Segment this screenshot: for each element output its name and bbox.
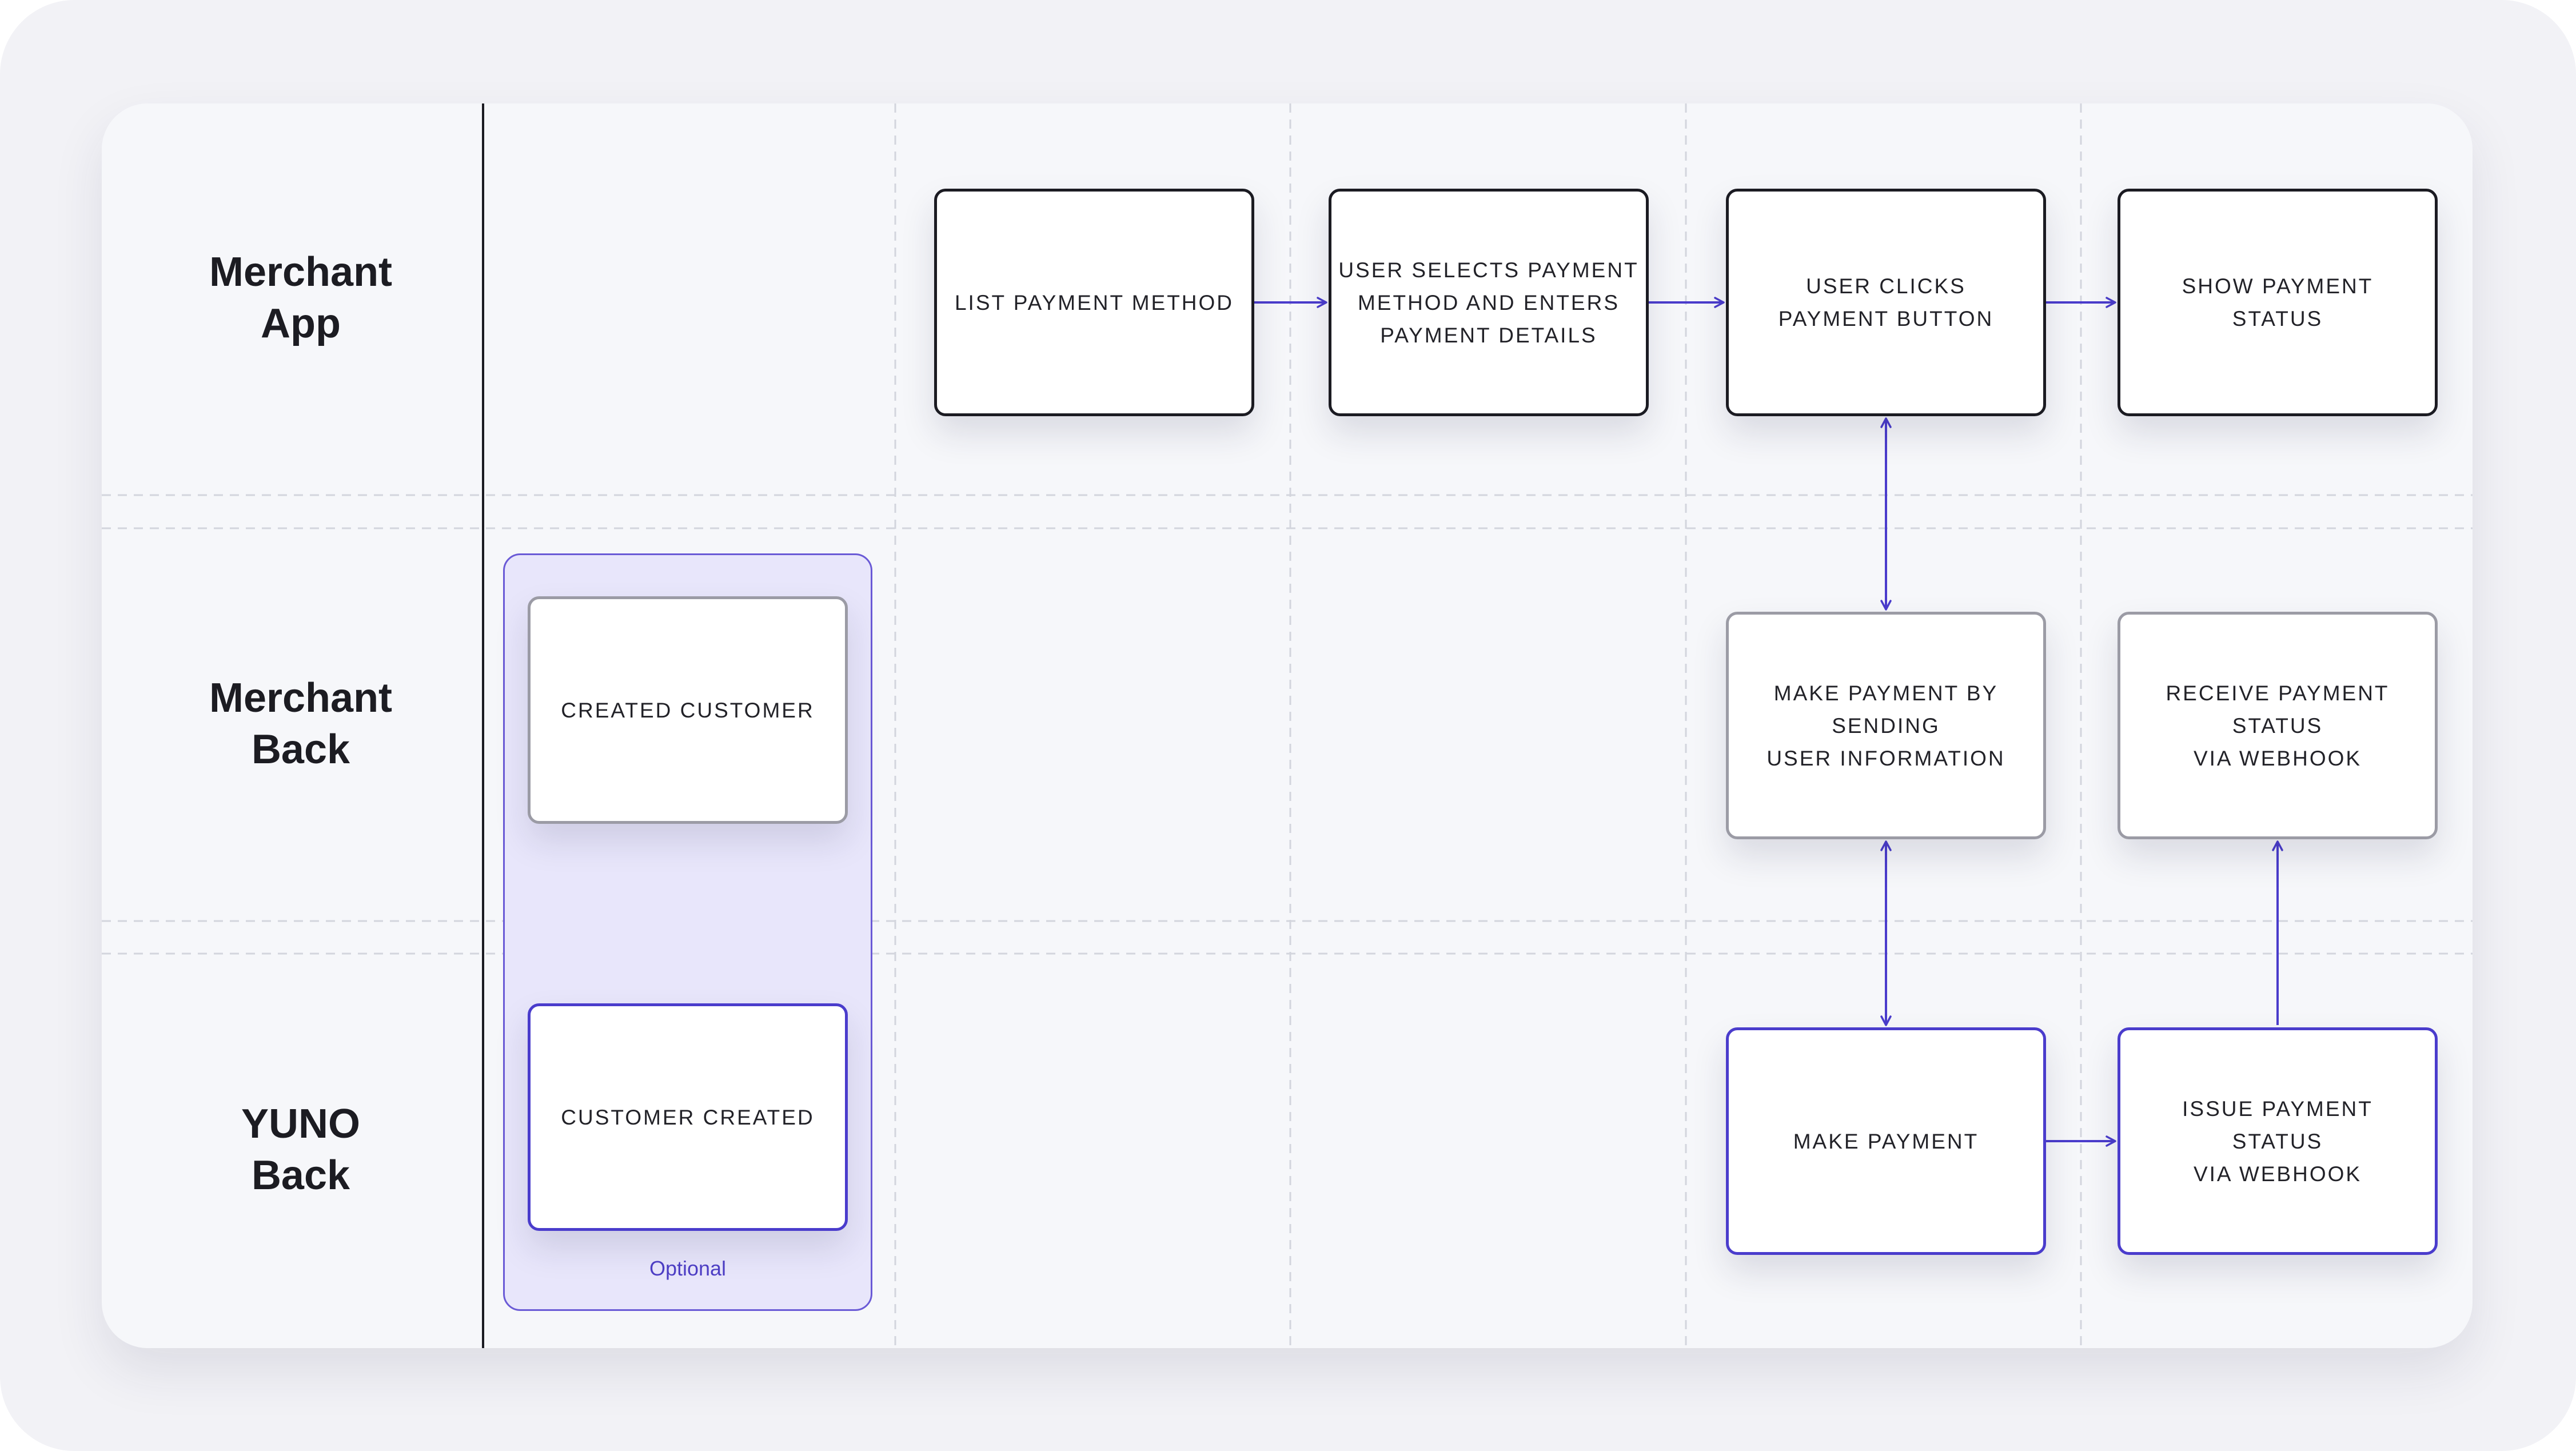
optional-label: Optional — [649, 1257, 727, 1280]
node-make-payment-by-sending[interactable]: MAKE PAYMENT BY SENDING USER INFORMATION — [1726, 612, 2046, 839]
node-list-payment-method[interactable]: LIST PAYMENT METHOD — [934, 189, 1254, 416]
node-created-customer[interactable]: CREATED CUSTOMER — [528, 596, 848, 824]
node-issue-payment-status[interactable]: ISSUE PAYMENT STATUS VIA WEBHOOK — [2118, 1027, 2438, 1255]
node-receive-payment-status[interactable]: RECEIVE PAYMENT STATUS VIA WEBHOOK — [2118, 612, 2438, 839]
node-user-clicks-payment-button[interactable]: USER CLICKS PAYMENT BUTTON — [1726, 189, 2046, 416]
node-show-payment-status[interactable]: SHOW PAYMENT STATUS — [2118, 189, 2438, 416]
node-make-payment[interactable]: MAKE PAYMENT — [1726, 1027, 2046, 1255]
node-user-selects-payment[interactable]: USER SELECTS PAYMENT METHOD AND ENTERS P… — [1329, 189, 1649, 416]
node-customer-created[interactable]: CUSTOMER CREATED — [528, 1003, 848, 1231]
grid-lines — [102, 103, 2473, 1348]
